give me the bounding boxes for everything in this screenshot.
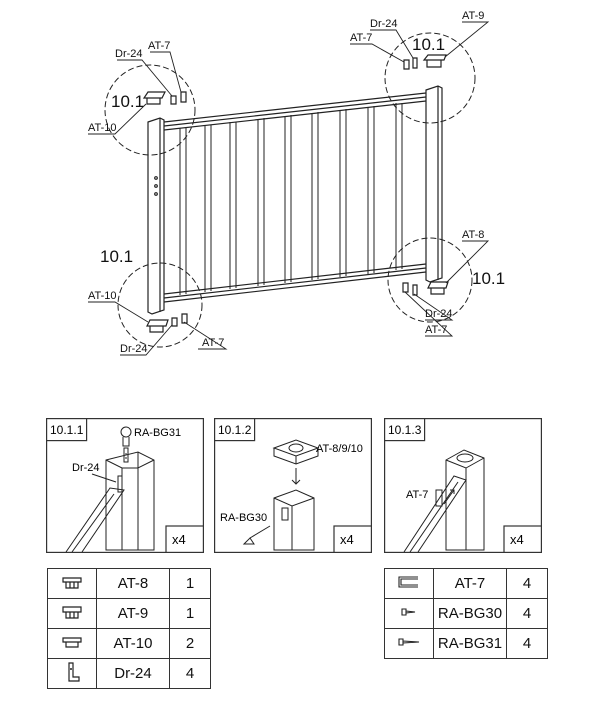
br-dr-label: Dr-24: [425, 308, 453, 320]
tr-section-label: 10.1: [412, 35, 445, 54]
table-row: RA-BG30 4: [384, 598, 548, 629]
panel-qty: x4: [510, 532, 524, 547]
tr-dr-label: Dr-24: [370, 18, 398, 30]
panel-screw-label: RA-BG30: [220, 512, 267, 524]
pickets: [179, 103, 403, 295]
callout-circle-bottom-left: [117, 262, 203, 348]
tl-part-label: AT-10: [88, 122, 117, 134]
part-name: AT-8: [96, 568, 170, 599]
channel-at7-icon: [398, 575, 418, 588]
detail-panel-10-1-3: 10.1.3 x4 AT-7: [384, 418, 542, 553]
panel-id: 10.1.1: [50, 423, 84, 437]
table-row: RA-BG31 4: [384, 628, 548, 659]
part-qty: 1: [169, 598, 211, 629]
panel-part-label: AT-7: [406, 489, 428, 501]
part-qty: 4: [506, 568, 548, 599]
screw-short-icon: [401, 608, 416, 616]
bracket-dr24-icon: [68, 661, 80, 682]
panel-screw-label: RA-BG31: [134, 427, 181, 439]
table-row: AT-8 1: [47, 568, 211, 599]
table-row: AT-9 1: [47, 598, 211, 629]
part-qty: 1: [169, 568, 211, 599]
cap-at10-icon: [62, 636, 82, 648]
cap-at9-icon: [62, 605, 82, 619]
br-at-label: AT-7: [425, 324, 447, 336]
part-name: AT-9: [96, 598, 170, 629]
bl-at-label: AT-7: [202, 337, 224, 349]
detail-panel-10-1-2: 10.1.2 x4 AT-8/9/10 RA-BG30: [214, 418, 372, 553]
gate-overview-diagram: Dr-24 AT-7 10.1 AT-10 Dr-24 AT-7 AT-9 10…: [88, 10, 505, 356]
cap-at8-icon: [62, 576, 82, 589]
br-part-label: AT-8: [462, 229, 484, 241]
panel-part-label: Dr-24: [72, 462, 100, 474]
table-row: Dr-24 4: [47, 658, 211, 689]
part-qty: 4: [169, 658, 211, 689]
detail-panel-10-1-1: 10.1.1 x4 RA-BG31 Dr-24: [46, 418, 204, 553]
tr-at-label: AT-7: [350, 32, 372, 44]
part-qty: 4: [506, 628, 548, 659]
left-post: [147, 117, 165, 315]
part-name: AT-7: [433, 568, 507, 599]
part-qty: 2: [169, 628, 211, 659]
bottom-rail: [163, 263, 427, 303]
callout-circle-top-right: [384, 32, 476, 124]
callout-circle-bottom-right: [387, 237, 473, 323]
bl-section-label: 10.1: [100, 247, 133, 266]
part-name: RA-BG30: [433, 598, 507, 629]
panel-part-label: AT-8/9/10: [316, 443, 363, 455]
parts-table-right: AT-7 4 RA-BG30 4 RA-BG31 4: [384, 568, 548, 659]
right-post: [425, 85, 443, 283]
part-name: Dr-24: [96, 658, 170, 689]
tl-at-label: AT-7: [148, 40, 170, 52]
part-name: AT-10: [96, 628, 170, 659]
part-name: RA-BG31: [433, 628, 507, 659]
bl-part-label: AT-10: [88, 290, 117, 302]
table-row: AT-7 4: [384, 568, 548, 599]
br-section-label: 10.1: [472, 269, 505, 288]
panel-qty: x4: [172, 532, 186, 547]
parts-table-left: AT-8 1 AT-9 1 AT-10 2 Dr-24 4: [47, 568, 211, 689]
panel-id: 10.1.3: [388, 423, 422, 437]
panel-id: 10.1.2: [218, 423, 252, 437]
top-rail: [163, 92, 427, 131]
screw-long-icon: [398, 638, 420, 646]
bl-dr-label: Dr-24: [120, 343, 148, 355]
panel-qty: x4: [340, 532, 354, 547]
tl-dr-label: Dr-24: [115, 48, 143, 60]
tr-part-label: AT-9: [462, 10, 484, 22]
part-qty: 4: [506, 598, 548, 629]
tl-section-label: 10.1: [111, 92, 144, 111]
table-row: AT-10 2: [47, 628, 211, 659]
callout-circle-top-left: [104, 64, 196, 156]
